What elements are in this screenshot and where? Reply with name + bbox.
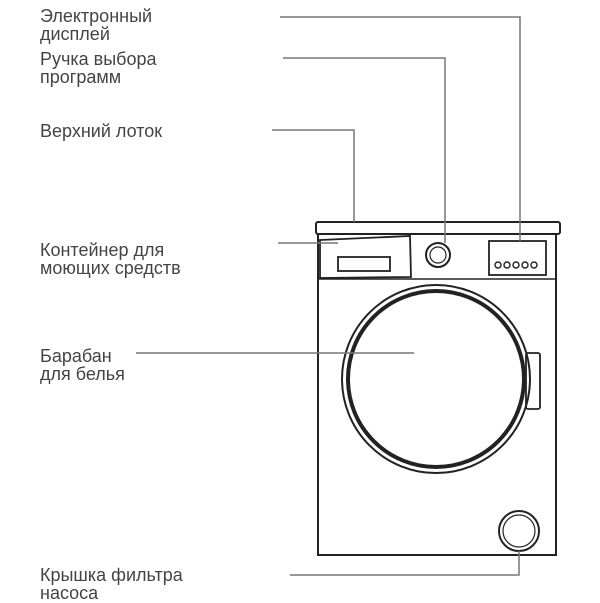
label-electronic-display: Электронный дисплей [40, 7, 152, 43]
label-detergent-container: Контейнер для моющих средств [40, 241, 181, 277]
washing-machine [315, 221, 561, 556]
label-detergent-container-line2: моющих средств [40, 258, 181, 278]
pump-filter-cover [498, 510, 540, 552]
label-laundry-drum-line2: для белья [40, 364, 125, 384]
label-program-knob-line2: программ [40, 67, 122, 87]
program-knob [425, 242, 451, 268]
machine-body [317, 234, 557, 556]
display-button [530, 261, 538, 269]
label-pump-filter-cover-line2: насоса [40, 583, 99, 603]
display-button [494, 261, 502, 269]
label-top-tray-line1: Верхний лоток [40, 121, 163, 141]
top-tray [315, 221, 561, 235]
label-pump-filter-cover: Крышка фильтра насоса [40, 566, 183, 602]
door-handle [525, 352, 541, 410]
leader-line-knob [283, 57, 446, 243]
leader-line-filter [290, 551, 520, 576]
label-electronic-display-line1: Электронный [40, 6, 153, 26]
display-button [521, 261, 529, 269]
label-pump-filter-cover-line1: Крышка фильтра [40, 565, 183, 585]
detergent-drawer [319, 235, 412, 279]
leader-line-tray [272, 129, 355, 222]
electronic-display [488, 240, 547, 276]
display-button [512, 261, 520, 269]
leader-line-display [280, 16, 521, 241]
label-top-tray: Верхний лоток [40, 122, 162, 140]
label-laundry-drum-line1: Барабан [40, 346, 112, 366]
label-laundry-drum: Барабан для белья [40, 347, 125, 383]
display-buttons [494, 261, 538, 269]
leader-lines [136, 16, 521, 576]
label-program-knob-line1: Ручка выбора [40, 49, 157, 69]
label-program-knob: Ручка выбора программ [40, 50, 157, 86]
display-button [503, 261, 511, 269]
label-electronic-display-line2: дисплей [40, 24, 110, 44]
label-detergent-container-line1: Контейнер для [40, 240, 165, 260]
drawer-handle [337, 256, 391, 272]
drum-door [341, 284, 541, 474]
